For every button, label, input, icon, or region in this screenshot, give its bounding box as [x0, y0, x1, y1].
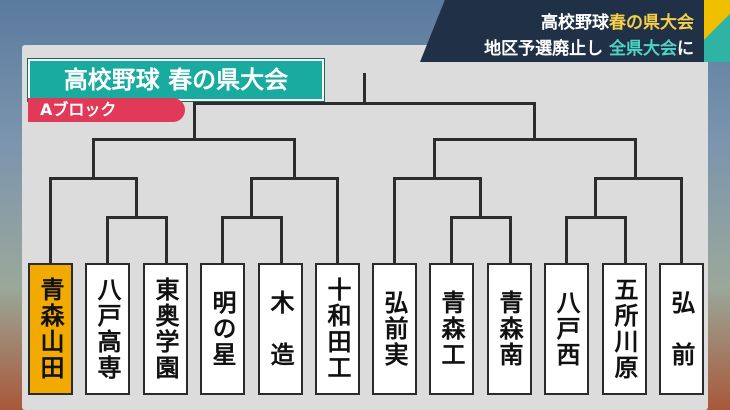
bracket-line: [433, 138, 636, 141]
bracket-line: [92, 138, 295, 141]
bracket-title: 高校野球 春の県大会: [28, 59, 324, 101]
bracket-line: [565, 216, 626, 219]
headline-line-2-highlight: 全県大会: [609, 39, 677, 59]
team-name: 青森工: [437, 290, 465, 368]
bracket-line: [106, 216, 167, 219]
team-name: 青森山田: [36, 277, 64, 381]
corner-accent-stripe: [704, 0, 730, 62]
bracket-line: [393, 177, 481, 180]
team-name: 五所川原: [610, 277, 638, 381]
team-box: 弘 前: [659, 263, 704, 395]
bracket-line: [433, 138, 436, 178]
bracket-line: [49, 177, 52, 263]
bracket-line: [250, 177, 338, 180]
team-box: 五所川原: [602, 263, 647, 395]
bracket-line: [221, 216, 282, 219]
team-name: 弘前実: [380, 290, 408, 368]
team-name: 八戸西: [552, 290, 580, 368]
team-box: 東奥学園: [143, 263, 188, 395]
bracket-line: [363, 73, 366, 103]
block-label-badge: Aブロック: [28, 98, 185, 122]
bracket-line: [49, 177, 137, 180]
bracket-line: [680, 177, 683, 263]
team-name: 八戸高専: [93, 277, 121, 381]
bracket-line: [450, 216, 453, 263]
bracket-line: [336, 177, 339, 263]
team-box: 青森工: [429, 263, 474, 395]
team-name: 東奥学園: [151, 277, 179, 381]
bracket-line: [624, 216, 627, 263]
headline-line-2: 地区予選廃止し 全県大会に: [484, 34, 694, 59]
team-box: 青森山田: [28, 263, 73, 395]
team-name: 弘 前: [667, 290, 695, 368]
bracket-line: [393, 177, 396, 263]
bracket-line: [565, 216, 568, 263]
bracket-line: [594, 177, 597, 217]
bracket-line: [193, 102, 196, 139]
bracket-line: [533, 102, 536, 139]
team-name: 十和田工: [323, 277, 351, 381]
bracket-line: [479, 177, 482, 217]
bracket-line: [221, 216, 224, 263]
headline-line-1-text: 高校野球: [541, 13, 609, 33]
bracket-line: [106, 216, 109, 263]
headline-line-1: 高校野球春の県大会: [541, 8, 694, 33]
bracket-line: [250, 177, 253, 217]
team-name: 青森南: [495, 290, 523, 368]
bracket-line: [165, 216, 168, 263]
bracket-line: [280, 216, 283, 263]
bracket-line: [135, 177, 138, 217]
team-box: 八戸西: [544, 263, 589, 395]
headline-line-2-tail: に: [677, 39, 694, 59]
headline-line-2-text: 地区予選廃止し: [484, 39, 609, 59]
bracket-line: [293, 138, 296, 178]
bracket-line: [92, 138, 95, 178]
team-box: 明の星: [200, 263, 245, 395]
headline-banner: 高校野球春の県大会 地区予選廃止し 全県大会に: [420, 0, 730, 62]
bracket-line: [509, 216, 512, 263]
team-name: 木 造: [266, 290, 294, 368]
team-name: 明の星: [208, 290, 236, 368]
bracket-line: [193, 102, 535, 105]
team-box: 八戸高専: [85, 263, 130, 395]
bracket-line: [634, 138, 637, 178]
bracket-line: [450, 216, 511, 219]
team-box: 青森南: [487, 263, 532, 395]
team-box: 木 造: [258, 263, 303, 395]
headline-line-1-highlight: 春の県大会: [609, 13, 694, 33]
team-box: 十和田工: [315, 263, 360, 395]
bracket-line: [594, 177, 682, 180]
team-box: 弘前実: [372, 263, 417, 395]
